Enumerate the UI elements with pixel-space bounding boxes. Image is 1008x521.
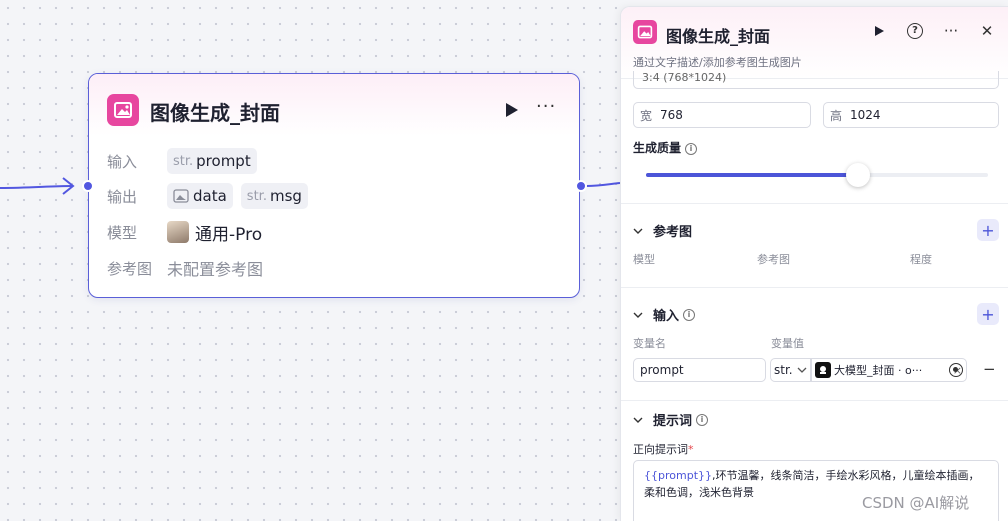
output-chip-data: data <box>167 183 233 209</box>
variable-type-select[interactable]: str. <box>770 358 812 382</box>
image-gen-icon <box>107 94 139 126</box>
quality-slider[interactable] <box>646 163 988 187</box>
info-icon: i <box>685 142 698 155</box>
quality-slider-thumb[interactable] <box>846 163 870 187</box>
node-title: 图像生成_封面 <box>150 101 280 125</box>
llm-avatar-icon <box>815 362 831 378</box>
output-label: 输出 <box>107 187 138 206</box>
ref-col-degree: 程度 <box>910 253 932 266</box>
target-icon[interactable] <box>949 363 963 377</box>
node-settings-panel: 图像生成_封面 通过文字描述/添加参考图生成图片 ? ··· ✕ 3:4 (76… <box>620 6 1008 521</box>
chevron-down-icon <box>633 417 643 423</box>
quality-slider-fill <box>646 173 858 177</box>
help-icon[interactable]: ? <box>905 21 925 41</box>
output-port[interactable] <box>575 180 587 192</box>
input-col-name: 变量名 <box>633 337 666 350</box>
prompt-body: ,环节温馨，线条简洁，手绘水彩风格，儿童绘本插画，柔和色调，浅米色背景 <box>644 469 980 499</box>
ref-label: 参考图 <box>107 259 153 278</box>
node-input-row: 输入 str. prompt <box>107 147 265 175</box>
add-ref-button[interactable]: + <box>977 219 999 241</box>
width-field[interactable]: 宽 768 <box>633 102 811 128</box>
model-name: 通用-Pro <box>195 224 263 245</box>
node-ref-row: 参考图 未配置参考图 <box>107 254 263 282</box>
more-icon[interactable]: ··· <box>536 96 557 117</box>
info-icon: i <box>696 413 709 426</box>
variable-name-input[interactable]: prompt <box>633 358 766 382</box>
positive-prompt-textarea[interactable]: {{prompt}},环节温馨，线条简洁，手绘水彩风格，儿童绘本插画，柔和色调，… <box>633 460 999 521</box>
divider <box>621 287 1008 288</box>
ref-col-model: 模型 <box>633 253 655 266</box>
ref-col-image: 参考图 <box>757 253 790 266</box>
model-avatar <box>167 221 189 243</box>
ref-value: 未配置参考图 <box>167 260 264 279</box>
divider <box>621 203 1008 204</box>
input-label: 输入 <box>107 152 138 171</box>
input-col-value: 变量值 <box>771 337 804 350</box>
ratio-select[interactable]: 3:4 (768*1024) <box>633 71 999 89</box>
node-output-row: 输出 data str. msg <box>107 182 316 210</box>
play-icon[interactable] <box>869 21 889 41</box>
positive-prompt-label: 正向提示词* <box>633 443 694 456</box>
more-icon[interactable]: ··· <box>943 22 959 40</box>
chevron-down-icon <box>797 367 807 373</box>
divider <box>621 400 1008 401</box>
close-icon[interactable]: ✕ <box>980 22 994 40</box>
panel-header: 图像生成_封面 通过文字描述/添加参考图生成图片 ? ··· ✕ <box>621 7 1008 79</box>
image-generation-node[interactable]: 图像生成_封面 ··· 输入 str. prompt 输出 data str. … <box>88 73 580 298</box>
add-input-button[interactable]: + <box>977 303 999 325</box>
delete-row-icon[interactable]: − <box>983 360 996 378</box>
panel-title: 图像生成_封面 <box>666 27 771 46</box>
info-icon: i <box>683 308 696 321</box>
node-model-row: 模型 通用-Pro <box>107 218 262 246</box>
node-header: 图像生成_封面 ··· <box>89 74 579 136</box>
play-icon[interactable] <box>501 100 521 120</box>
prompt-variable: {{prompt}} <box>644 469 712 482</box>
image-icon <box>173 189 189 203</box>
input-chip-prompt: str. prompt <box>167 148 257 174</box>
chevron-down-icon <box>633 228 643 234</box>
image-gen-icon <box>633 20 657 44</box>
variable-reference[interactable]: 大模型_封面 · o··· × <box>810 358 967 382</box>
chevron-down-icon <box>633 312 643 318</box>
output-chip-msg: str. msg <box>240 183 308 209</box>
height-field[interactable]: 高 1024 <box>823 102 999 128</box>
model-label: 模型 <box>107 223 138 242</box>
watermark: CSDN @AI解说 <box>862 494 970 512</box>
panel-description: 通过文字描述/添加参考图生成图片 <box>633 56 802 69</box>
input-port[interactable] <box>82 180 94 192</box>
ref-section-header[interactable]: 参考图 <box>633 221 692 240</box>
